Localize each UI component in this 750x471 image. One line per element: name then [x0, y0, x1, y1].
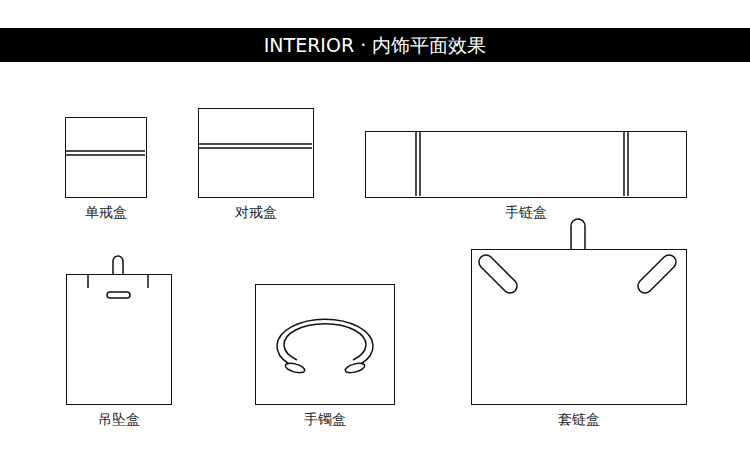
box-label: 对戒盒: [235, 204, 277, 222]
box-label: 单戒盒: [85, 204, 127, 222]
box-outline: 单戒盒: [65, 117, 147, 198]
box-outline: 吊坠盒: [66, 274, 172, 405]
box-label: 套链盒: [558, 411, 600, 429]
box-outline: 对戒盒: [198, 108, 314, 198]
box-label: 手镯盒: [304, 411, 346, 429]
box-outline: 手链盒: [365, 131, 687, 198]
box-outline: 手镯盒: [255, 284, 395, 405]
box-label: 手链盒: [505, 204, 547, 222]
title-text: INTERIOR · 内饰平面效果: [0, 28, 750, 62]
box-label: 吊坠盒: [98, 411, 140, 429]
box-outline: 套链盒: [471, 249, 687, 405]
